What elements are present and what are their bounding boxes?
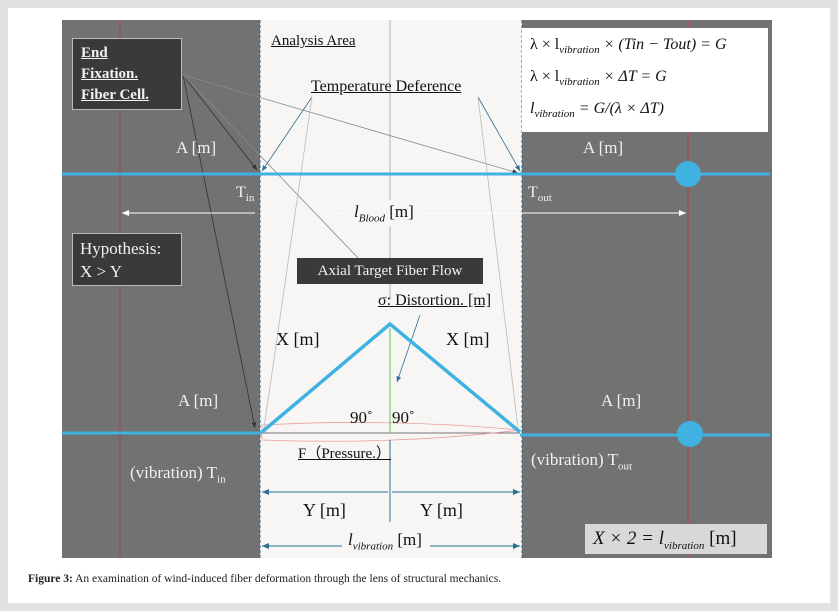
node-bottom	[677, 421, 703, 447]
pressure-highlight	[261, 422, 521, 442]
formula-1: λ × lvibration × (Tin − Tout) = G	[530, 36, 727, 57]
distortion-label: σ: Distortion. [m]	[378, 292, 492, 309]
a-label-right-top: A [m]	[583, 138, 624, 157]
formula-box: λ × lvibration × (Tin − Tout) = G λ × lv…	[522, 28, 768, 132]
axial-flow-label: Axial Target Fiber Flow	[297, 258, 483, 284]
end-fixation-line: Fiber Cell.	[81, 87, 150, 103]
end-fixation-line: Fixation.	[81, 66, 139, 82]
end-fixation-line: End	[81, 45, 108, 61]
vibration-t-in-label: (vibration) Tin	[130, 463, 226, 486]
angle-left: 90˚	[350, 408, 373, 427]
angle-right: 90˚	[392, 408, 415, 427]
vibration-t-out-label: (vibration) Tout	[531, 450, 633, 473]
y-label-left: Y [m]	[303, 500, 346, 520]
x-times-2-box: X × 2 = lvibration [m]	[585, 524, 767, 554]
y-label-right: Y [m]	[420, 500, 463, 520]
a-label-right-bottom: A [m]	[601, 391, 642, 410]
hypothesis-title: Hypothesis:	[80, 239, 162, 258]
temperature-difference-label: Temperature Deference	[311, 78, 462, 95]
t-out-label: Tout	[528, 184, 552, 205]
a-label-left-top: A [m]	[176, 138, 217, 157]
figure-caption: Figure 3: An examination of wind-induced…	[28, 573, 502, 585]
node-top	[675, 161, 701, 187]
x-label-left: X [m]	[276, 329, 320, 349]
end-fixation-box: End Fixation. Fiber Cell.	[72, 38, 182, 110]
pressure-label: F（Pressure.）	[298, 446, 391, 462]
analysis-area-label: Analysis Area	[271, 33, 356, 49]
t-in-label: Tin	[236, 184, 255, 205]
l-vibration-label: lvibration [m]	[344, 530, 426, 553]
l-blood-label: lBlood [m]	[350, 200, 418, 227]
hypothesis-box: Hypothesis: X > Y	[72, 233, 182, 286]
formula-2: λ × lvibration × ΔT = G	[530, 68, 667, 89]
a-label-left-bottom: A [m]	[178, 391, 219, 410]
formula-3: lvibration = G/(λ × ΔT)	[530, 100, 664, 121]
x-label-right: X [m]	[446, 329, 490, 349]
hypothesis-text: X > Y	[80, 262, 123, 281]
deformed-fiber	[260, 321, 522, 434]
